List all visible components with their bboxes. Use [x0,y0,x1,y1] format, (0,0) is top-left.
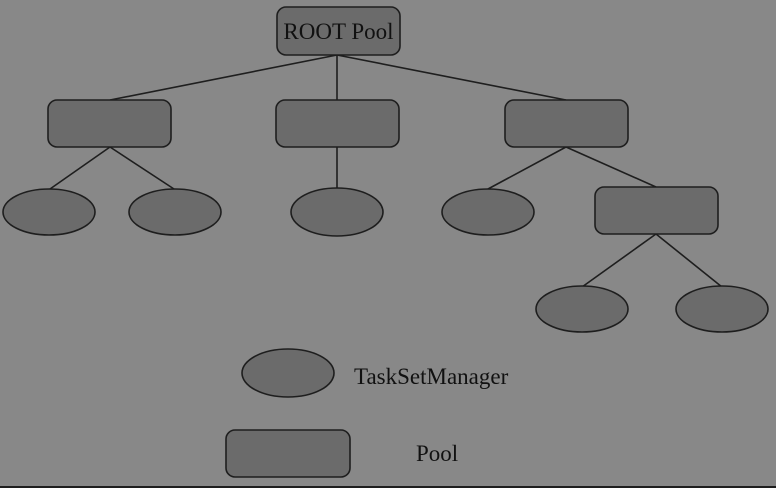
edge-pool-c-tsm-4 [487,146,567,190]
pool-node [47,99,172,148]
task-set-manager-node [2,188,96,236]
edge-pool-a-tsm-1 [49,146,111,190]
task-set-manager-node [441,188,535,236]
edge-pool-d-tsm-5 [581,233,657,288]
legend: TaskSetManager Pool [225,348,509,478]
root-pool-label: ROOT Pool [283,19,393,44]
edges [49,54,723,288]
edge-root-pool-c [336,54,567,101]
edge-root-pool-a [109,54,338,101]
legend-task-set-manager-swatch [241,348,335,398]
edge-pool-c-pool-d [565,146,657,188]
task-set-manager-node [128,188,222,236]
edge-pool-d-tsm-6 [655,233,723,288]
legend-pool-label: Pool [416,441,458,466]
task-set-manager-node [535,285,629,333]
pool-node [504,99,629,148]
pool-node [275,99,400,148]
task-set-manager-node [290,187,384,237]
legend-pool-swatch [225,429,351,478]
task-set-manager-node [675,285,769,333]
root-pool-box [276,6,401,56]
root-pool-node: ROOT Pool [276,6,401,56]
pool-node [594,186,719,235]
edge-pool-a-tsm-2 [109,146,175,190]
legend-task-set-manager-label: TaskSetManager [354,364,509,389]
